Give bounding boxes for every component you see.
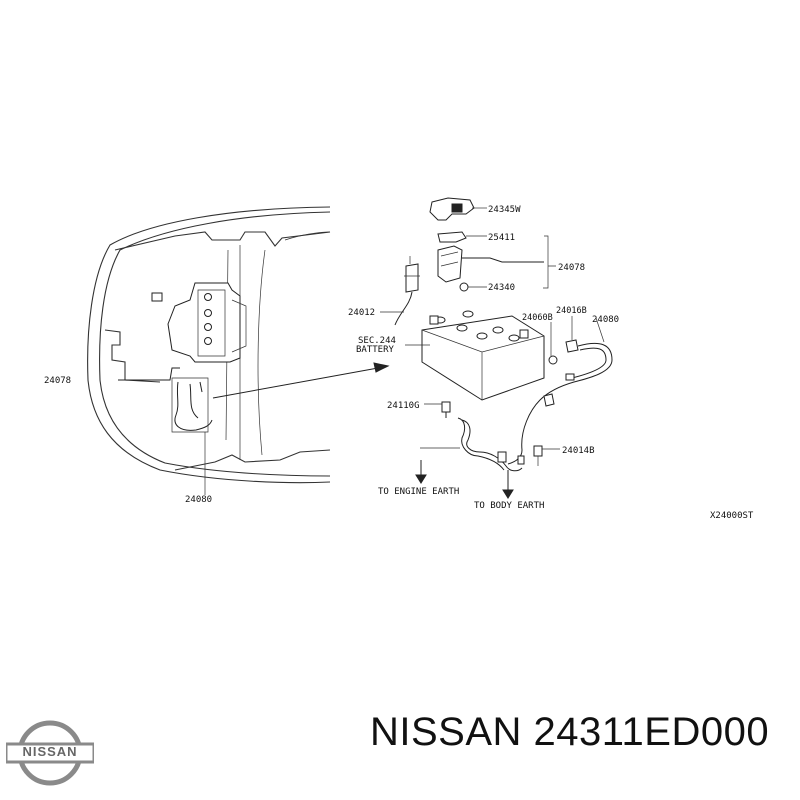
logo-brand-text: NISSAN <box>22 744 78 759</box>
label-24080-left: 24080 <box>185 495 212 505</box>
label-24012: 24012 <box>348 308 375 318</box>
label-24110g: 24110G <box>387 401 420 411</box>
vehicle-outline <box>87 206 331 495</box>
product-title: NISSAN 24311ED000 <box>370 710 770 754</box>
label-24080-right: 24080 <box>592 315 619 325</box>
battery-detail <box>380 197 613 499</box>
label-24014b: 24014B <box>562 446 595 456</box>
label-to-engine-earth: TO ENGINE EARTH <box>378 487 459 497</box>
label-battery: BATTERY <box>356 345 395 355</box>
label-24078-right: 24078 <box>558 263 585 273</box>
label-24078-left: 24078 <box>44 376 71 386</box>
label-diagram-code: X24000ST <box>710 511 754 521</box>
nissan-logo-icon <box>6 720 94 786</box>
detail-arrow <box>212 362 390 399</box>
label-24060b: 24060B <box>522 313 553 323</box>
part-labels: 24345W 25411 24078 24340 24012 24060B 24… <box>44 205 754 521</box>
label-25411: 25411 <box>488 233 515 243</box>
label-to-body-earth: TO BODY EARTH <box>474 501 544 511</box>
label-24340: 24340 <box>488 283 515 293</box>
label-24345w: 24345W <box>488 205 521 215</box>
label-sec-244: SEC.244 <box>358 336 396 346</box>
label-24016b: 24016B <box>556 306 587 316</box>
